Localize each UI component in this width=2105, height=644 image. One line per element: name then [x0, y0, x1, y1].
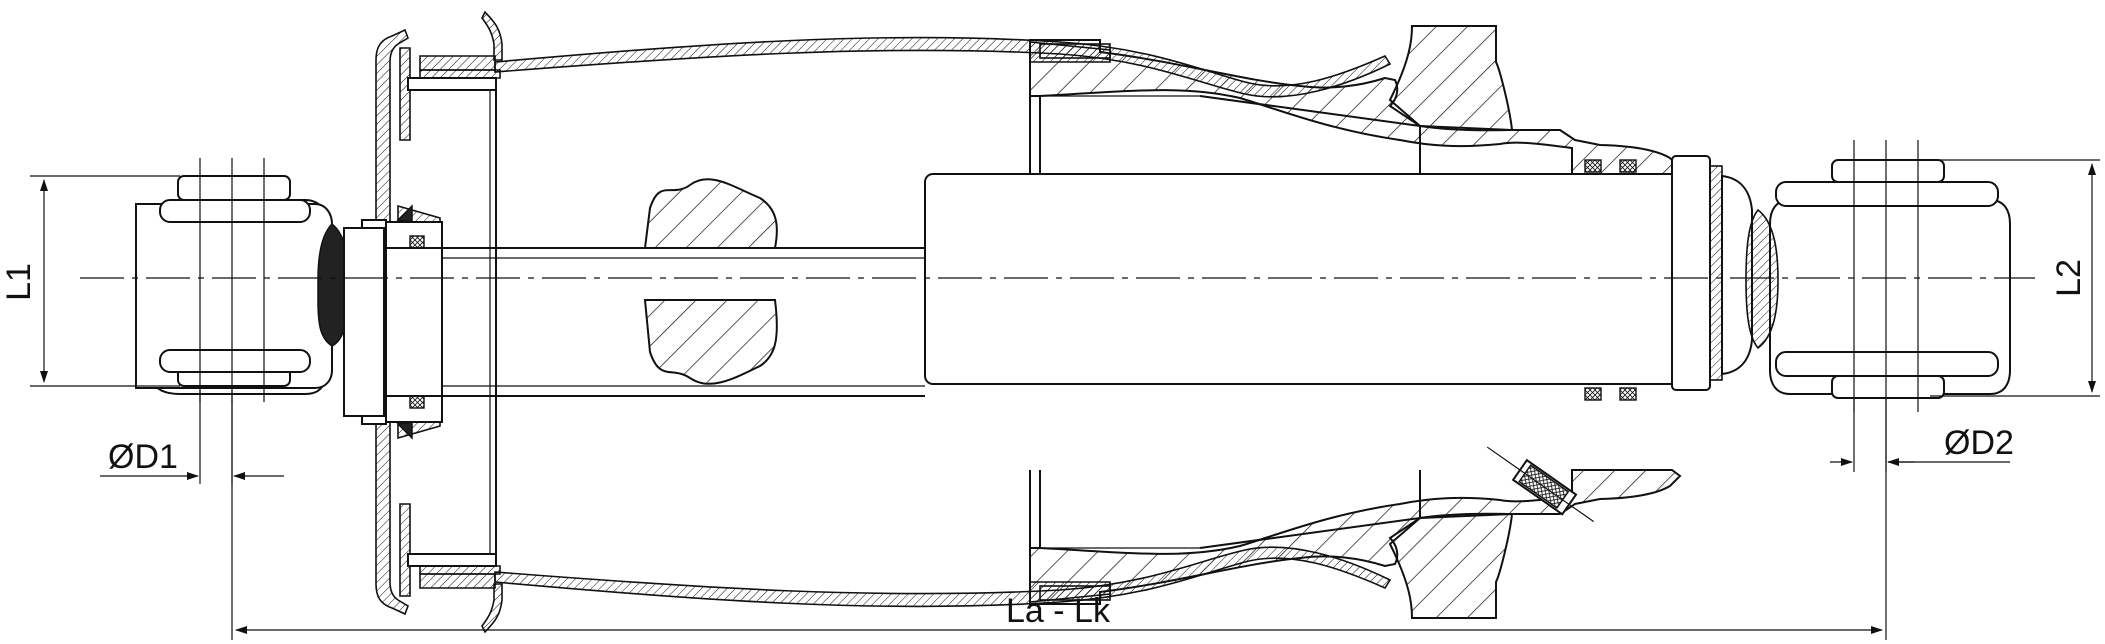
valve-fitting [1486, 446, 1595, 523]
housing-upper [1029, 25, 1682, 175]
dimension-l1-label: L1 [0, 263, 38, 301]
dimension-d2: ØD2 [1830, 398, 2014, 472]
damper-cylinder [924, 173, 1686, 385]
seal-rings [1584, 159, 1637, 401]
end-cap [1671, 155, 1753, 391]
dimension-d2-label: ØD2 [1944, 424, 2014, 462]
right-eye-mount [1745, 140, 2011, 412]
housing-lower [1029, 469, 1682, 619]
dimension-l2: L2 [1930, 159, 2100, 397]
air-bellows [494, 36, 1392, 608]
dimension-l2-label: L2 [2050, 259, 2088, 297]
dimension-l1: L1 [0, 175, 180, 387]
dimension-d1-label: ØD1 [108, 438, 178, 476]
rod-stop-section [643, 178, 778, 385]
dimension-length: La - Lk [231, 400, 1887, 640]
left-eye-mount [135, 158, 385, 417]
dimension-d1: ØD1 [100, 390, 284, 484]
top-mount-plate [375, 10, 503, 634]
dimension-length-label: La - Lk [1006, 592, 1111, 630]
